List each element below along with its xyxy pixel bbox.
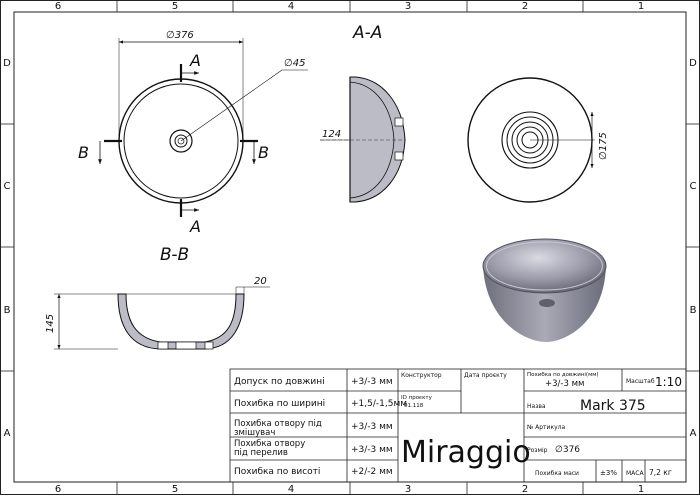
project-date-label: Дата проєкту [464, 372, 507, 379]
zone-row-left-D: D [3, 58, 11, 69]
zone-col-bottom-3: 3 [405, 484, 411, 495]
zone-row-right-B: B [690, 305, 697, 316]
top-view: ∅376 ∅45 A A B B [78, 30, 308, 236]
title-block-grid [229, 368, 687, 483]
tol-overflow-label-line2: під перелив [234, 448, 288, 458]
bottom-view: ∅175 [467, 77, 609, 203]
zone-col-top-4: 4 [288, 1, 294, 12]
zone-row-left-B: B [4, 305, 11, 316]
tol-overflow-label-line1: Похибка отвору [234, 439, 305, 449]
name-label: Назва [527, 403, 546, 410]
zone-row-left-A: A [4, 428, 11, 439]
zone-row-right-A: A [690, 428, 697, 439]
zone-row-right-C: C [690, 181, 697, 192]
zone-col-bottom-5: 5 [172, 484, 178, 495]
tol-overflow-value: +3/-3 мм [351, 445, 393, 455]
scale-value: 1:10 [655, 375, 682, 389]
depth-tol-label: Похибка по довжині(мм) [527, 372, 599, 378]
depth-dim: 124 [322, 129, 341, 140]
zone-col-top-3: 3 [405, 1, 411, 12]
tol-width-label: Похибка по ширині [234, 399, 325, 409]
tol-mixer-label-line1: Похибка отвору під [234, 419, 322, 429]
mass-tol-label: Похибка маси [535, 470, 579, 477]
project-id-label: ID проєкту [401, 395, 433, 401]
tol-length-value: +3/-3 мм [351, 377, 393, 387]
scale-label: Масштаб [626, 378, 655, 385]
wall-dim: 20 [254, 276, 267, 287]
article-label: № Артикула [527, 424, 565, 431]
outer-diameter-dim: ∅376 [166, 30, 194, 41]
zone-col-bottom-1: 1 [638, 484, 644, 495]
zone-col-bottom-6: 6 [55, 484, 61, 495]
height-dim: 145 [45, 314, 56, 333]
project-id-value: 01.118 [404, 403, 424, 409]
drain-diameter-dim: ∅45 [284, 58, 305, 69]
zone-row-left-C: C [4, 181, 11, 192]
bottom-diameter-dim: ∅175 [598, 132, 609, 160]
zone-labels: 6 5 4 3 2 1 6 5 4 3 2 1 D C B A D C B A [3, 1, 697, 495]
zone-col-top-5: 5 [172, 1, 178, 12]
bowl-render [482, 238, 607, 342]
size-value: ∅376 [555, 445, 580, 455]
title-block: Допуск по довжині +3/-3 мм Похибка по ши… [234, 372, 682, 477]
section-aa-title: A-A [352, 23, 382, 43]
cut-a-bottom: A [189, 217, 201, 236]
section-bb-title: B-B [160, 245, 189, 265]
zone-col-top-6: 6 [55, 1, 61, 12]
section-bb-view: 145 20 [45, 276, 270, 350]
cut-b-left: B [78, 143, 89, 162]
cut-a-top: A [189, 51, 201, 70]
tol-height-label: Похибка по висоті [234, 467, 320, 477]
tol-mixer-label-line2: змішувач [234, 428, 275, 438]
constructor-label: Конструктор [401, 372, 442, 379]
zone-row-right-D: D [689, 58, 697, 69]
mass-tol-value: ±3% [600, 469, 617, 477]
zone-col-top-1: 1 [638, 1, 644, 12]
zone-col-bottom-2: 2 [522, 484, 528, 495]
tol-width-value: +1,5/-1,5мм [351, 399, 407, 409]
brand-logo: Miraggio [401, 435, 531, 470]
product-name: Mark 375 [580, 398, 646, 414]
size-label: Розмір [527, 447, 548, 454]
zone-col-top-2: 2 [522, 1, 528, 12]
mass-label: МАСА [626, 470, 644, 477]
section-aa-view: 124 [320, 76, 406, 203]
tol-length-label: Допуск по довжині [234, 377, 325, 387]
zone-col-bottom-4: 4 [288, 484, 294, 495]
tol-height-value: +2/-2 мм [351, 467, 393, 477]
mass-value: 7,2 кг [649, 468, 672, 477]
cut-b-right: B [258, 143, 269, 162]
tol-mixer-value: +3/-3 мм [351, 422, 393, 432]
depth-tol-value: +3/-3 мм [545, 379, 584, 389]
